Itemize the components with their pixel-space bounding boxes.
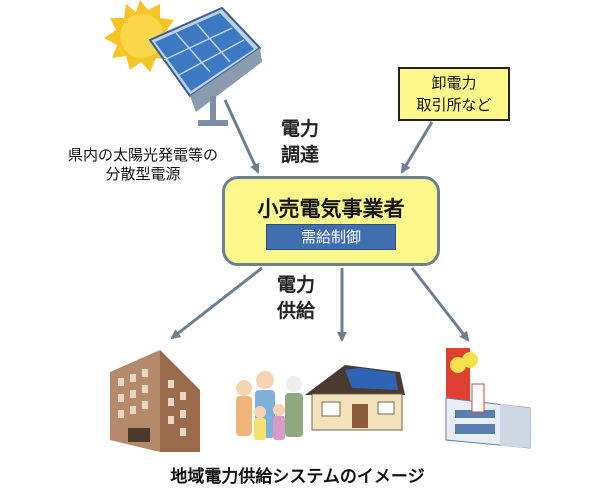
supply-label: 電力 供給 xyxy=(276,274,315,322)
arrow-wholesale-to-retailer xyxy=(400,121,434,174)
office-building-icon xyxy=(110,350,200,452)
supply-demand-control-box: 需給制御 xyxy=(266,224,396,250)
arrow-solar-to-retailer xyxy=(223,99,260,174)
wholesale-market-box: 卸電力 取引所など xyxy=(398,67,510,121)
family-icon xyxy=(236,371,303,440)
diagram-caption: 地域電力供給システムのイメージ xyxy=(170,467,425,487)
solar-source-label: 県内の太陽光発電等の 分散型電源 xyxy=(67,146,218,183)
solar-panel-icon xyxy=(148,6,262,126)
house-icon xyxy=(305,365,405,431)
retailer-box: 小売電気事業者 需給制御 xyxy=(222,176,440,266)
retailer-title: 小売電気事業者 xyxy=(257,197,405,221)
store-icon xyxy=(445,348,531,449)
procurement-label: 電力 調達 xyxy=(280,118,319,166)
arrow-to-store xyxy=(410,267,470,342)
arrow-to-office xyxy=(170,266,263,340)
